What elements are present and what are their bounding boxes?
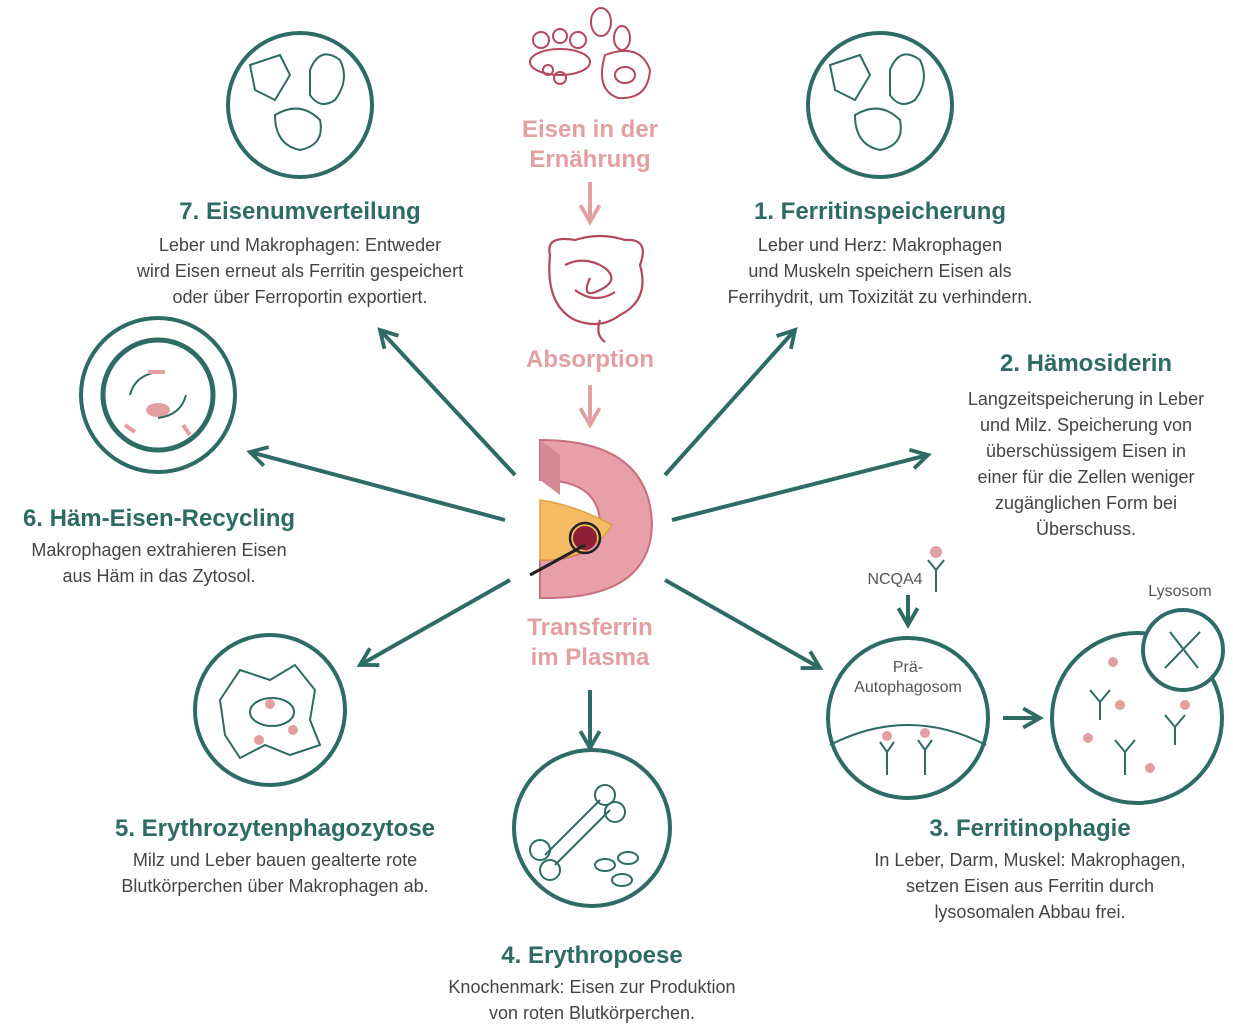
- step3-title: 3. Ferritinophagie: [830, 815, 1230, 843]
- ncqa4-label: NCQA4: [855, 570, 935, 590]
- bone-icon: [530, 785, 638, 886]
- step6-desc: Makrophagen extrahieren Eisen aus Häm in…: [0, 537, 318, 589]
- heme-cell-icon: [103, 340, 213, 450]
- step7-desc: Leber und Makrophagen: Entweder wird Eis…: [100, 232, 500, 310]
- step1-title: 1. Ferritinspeicherung: [680, 198, 1080, 226]
- intestine-icon: [549, 236, 643, 342]
- step7-title: 7. Eisenumverteilung: [100, 198, 500, 226]
- food-icon: [530, 8, 650, 98]
- diet-label: Eisen in der Ernährung: [490, 115, 690, 175]
- preautophagosome-label: Prä- Autophagosom: [838, 658, 978, 698]
- circle-step7: [228, 33, 372, 177]
- step3-block: 3. Ferritinophagie In Leber, Darm, Muske…: [830, 815, 1230, 925]
- step2-desc: Langzeitspeicherung in Leber und Milz. S…: [945, 386, 1227, 542]
- step6-block: 6. Häm-Eisen-Recycling Makrophagen extra…: [0, 505, 318, 589]
- step6-title: 6. Häm-Eisen-Recycling: [0, 505, 318, 533]
- step4-block: 4. Erythropoese Knochenmark: Eisen zur P…: [392, 942, 792, 1026]
- arrow-to-step5: [360, 580, 510, 665]
- transferrin-label: Transferrin im Plasma: [490, 613, 690, 673]
- macrophage-icon: [220, 665, 320, 758]
- step1-desc: Leber und Herz: Makrophagen und Muskeln …: [680, 232, 1080, 310]
- step5-block: 5. Erythrozytenphagozytose Milz und Lebe…: [75, 815, 475, 899]
- blood-vessel-icon: [530, 440, 652, 598]
- step3-desc: In Leber, Darm, Muskel: Makrophagen, set…: [830, 847, 1230, 925]
- circle-step5: [195, 635, 345, 785]
- step5-desc: Milz und Leber bauen gealterte rote Blut…: [75, 847, 475, 899]
- step2-block: 2. Hämosiderin Langzeitspeicherung in Le…: [945, 350, 1227, 542]
- step4-title: 4. Erythropoese: [392, 942, 792, 970]
- step7-block: 7. Eisenumverteilung Leber und Makrophag…: [100, 198, 500, 310]
- step2-title: 2. Hämosiderin: [945, 350, 1227, 378]
- arrow-to-step2: [672, 455, 928, 520]
- step1-block: 1. Ferritinspeicherung Leber und Herz: M…: [680, 198, 1080, 310]
- step4-desc: Knochenmark: Eisen zur Produktion von ro…: [392, 974, 792, 1026]
- lysosome-details: [1083, 610, 1223, 775]
- step5-title: 5. Erythrozytenphagozytose: [75, 815, 475, 843]
- absorption-label: Absorption: [490, 345, 690, 375]
- circle-step1: [808, 33, 952, 177]
- lysosom-label: Lysosom: [1130, 582, 1230, 602]
